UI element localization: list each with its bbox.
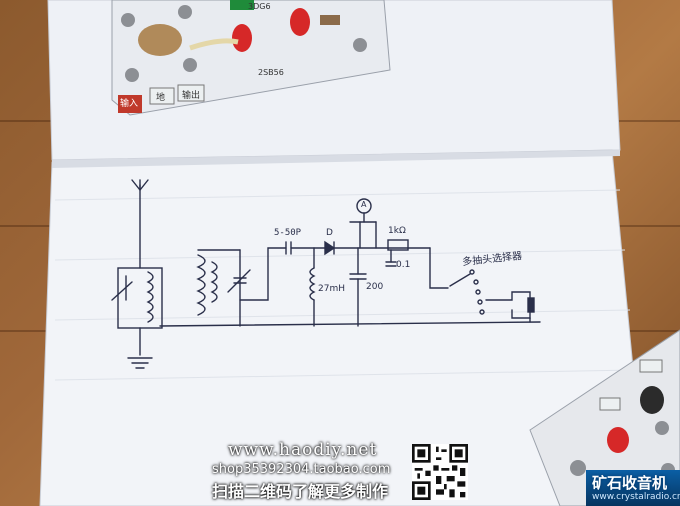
- screw-terminal-icon: [570, 460, 586, 476]
- earphone-jack-icon: [527, 297, 535, 313]
- label-diode: D: [326, 228, 333, 238]
- antenna-coil: [146, 271, 154, 323]
- secondary-coil: [210, 261, 218, 303]
- brand-logo: [586, 470, 680, 506]
- screw-terminal-icon: [125, 68, 139, 82]
- screw-terminal-icon: [353, 38, 367, 52]
- circuit-board-bottom-right: [529, 329, 680, 506]
- transistor-icon: [640, 386, 664, 414]
- label-resistor: 1kΩ: [388, 226, 406, 236]
- brand-name: 矿石收音机: [592, 474, 668, 492]
- red-capacitor-icon: [290, 8, 310, 36]
- label-meter: A: [361, 200, 367, 209]
- circuit-board-top-left: [111, 0, 391, 116]
- screw-terminal-icon: [183, 58, 197, 72]
- choke-coil: [309, 267, 316, 301]
- label-inductor: 27mH: [318, 284, 345, 294]
- circuit-schematic: [111, 179, 541, 369]
- screw-terminal-icon: [178, 5, 192, 19]
- label-capacitor: 200: [366, 282, 384, 292]
- red-capacitor-icon: [232, 24, 252, 52]
- watermark-shop: shop35392304.taobao.com: [212, 462, 391, 477]
- screw-terminal-icon: [655, 421, 669, 435]
- watermark-site: www.haodiy.net: [228, 440, 378, 460]
- board-label-ground: 地: [156, 93, 166, 103]
- brand-url: www.crystalradio.cn: [592, 492, 680, 502]
- qr-code-icon: [412, 444, 468, 500]
- diode-icon: [324, 240, 336, 256]
- label-cap-variable: 5-50P: [274, 228, 302, 238]
- board-label-output: 输出: [182, 91, 201, 101]
- label-small-capacitor: 0.1: [396, 260, 411, 270]
- board-label-input: 输入: [120, 99, 139, 109]
- red-capacitor-icon: [607, 427, 629, 453]
- board-label-part-a: 2SB56: [258, 68, 284, 77]
- screw-terminal-icon: [121, 13, 135, 27]
- resistor-icon: [387, 239, 409, 251]
- board-label-part-b: 3DG6: [248, 2, 271, 11]
- tuning-coil: [196, 254, 206, 316]
- watermark-cta: 扫描二维码了解更多制作: [212, 482, 389, 501]
